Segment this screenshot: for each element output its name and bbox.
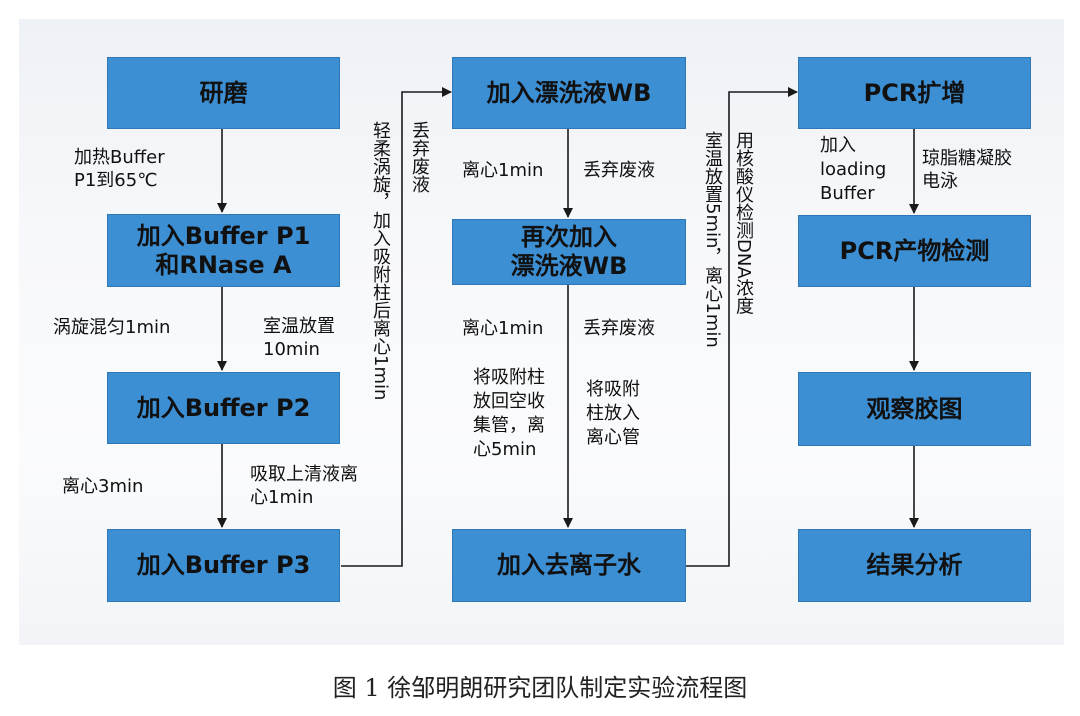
label-heat-buffer: 加热Buffer P1到65℃ bbox=[74, 147, 165, 191]
label-gentle-vortex: 轻柔涡旋，加入吸附柱后离心1min bbox=[370, 121, 391, 401]
label-room-temp-10min: 室温放置10min bbox=[263, 316, 335, 360]
step-pcr-detect: PCR产物检测 bbox=[798, 215, 1031, 287]
label-centrifuge-1min-a: 离心1min bbox=[462, 160, 544, 181]
step-result-analysis-label: 结果分析 bbox=[866, 551, 963, 579]
label-column-into-tube: 将吸附柱放入离心管 bbox=[586, 379, 640, 448]
step-add-buffer-p2: 加入Buffer P2 bbox=[107, 372, 340, 444]
label-loading-buffer: 加入loading Buffer bbox=[820, 135, 887, 204]
step-add-buffer-p1-line2: 和RNase A bbox=[155, 250, 292, 279]
step-grind: 研磨 bbox=[107, 57, 340, 129]
label-measure-dna: 用核酸仪检测DNA浓度 bbox=[733, 131, 754, 315]
label-discard-waste-b: 丢弃废液 bbox=[583, 318, 655, 339]
step-pcr-detect-label: PCR产物检测 bbox=[839, 236, 990, 265]
arrow-water-to-pcr bbox=[686, 87, 798, 567]
step-add-deionized-water: 加入去离子水 bbox=[452, 529, 686, 602]
step-pcr-label: PCR扩增 bbox=[863, 78, 966, 107]
step-result-analysis: 结果分析 bbox=[798, 529, 1031, 602]
label-centrifuge-1min-b: 离心1min bbox=[462, 318, 544, 339]
step-add-wash-wb: 加入漂洗液WB bbox=[452, 57, 686, 129]
label-discard-waste-vertical: 丢弃废液 bbox=[409, 121, 430, 193]
label-agarose-electrophoresis: 琼脂糖凝胶电泳 bbox=[922, 148, 1012, 192]
step-add-deionized-water-label: 加入去离子水 bbox=[497, 551, 641, 579]
step-add-buffer-p1-line1: 加入Buffer P1 bbox=[136, 221, 311, 250]
label-column-back-to-tube: 将吸附柱放回空收集管，离心5min bbox=[473, 367, 545, 460]
label-take-supernatant: 吸取上清液离心1min bbox=[250, 464, 358, 508]
label-centrifuge-3min: 离心3min bbox=[62, 476, 144, 497]
label-vortex-1min: 涡旋混匀1min bbox=[53, 317, 171, 338]
step-add-buffer-p3-label: 加入Buffer P3 bbox=[136, 551, 311, 579]
step-add-buffer-p1: 加入Buffer P1 和RNase A bbox=[107, 214, 340, 287]
arrow-p3-to-wb bbox=[341, 87, 452, 567]
step-pcr: PCR扩增 bbox=[798, 57, 1031, 129]
step-add-wash-wb-label: 加入漂洗液WB bbox=[486, 78, 652, 107]
label-room-temp-5min: 室温放置5min，离心1min bbox=[702, 131, 723, 348]
step-observe-gel: 观察胶图 bbox=[798, 372, 1031, 446]
figure-caption: 图 1 徐邹明朗研究团队制定实验流程图 bbox=[332, 674, 748, 702]
step-observe-gel-label: 观察胶图 bbox=[866, 394, 963, 423]
step-re-add-wash-wb-line2: 漂洗液WB bbox=[510, 252, 628, 280]
label-discard-waste-a: 丢弃废液 bbox=[583, 160, 655, 181]
step-grind-label: 研磨 bbox=[199, 78, 248, 107]
step-add-buffer-p3: 加入Buffer P3 bbox=[107, 529, 340, 602]
step-re-add-wash-wb: 再次加入 漂洗液WB bbox=[452, 219, 686, 285]
step-re-add-wash-wb-line1: 再次加入 bbox=[521, 223, 617, 251]
step-add-buffer-p2-label: 加入Buffer P2 bbox=[136, 393, 311, 422]
